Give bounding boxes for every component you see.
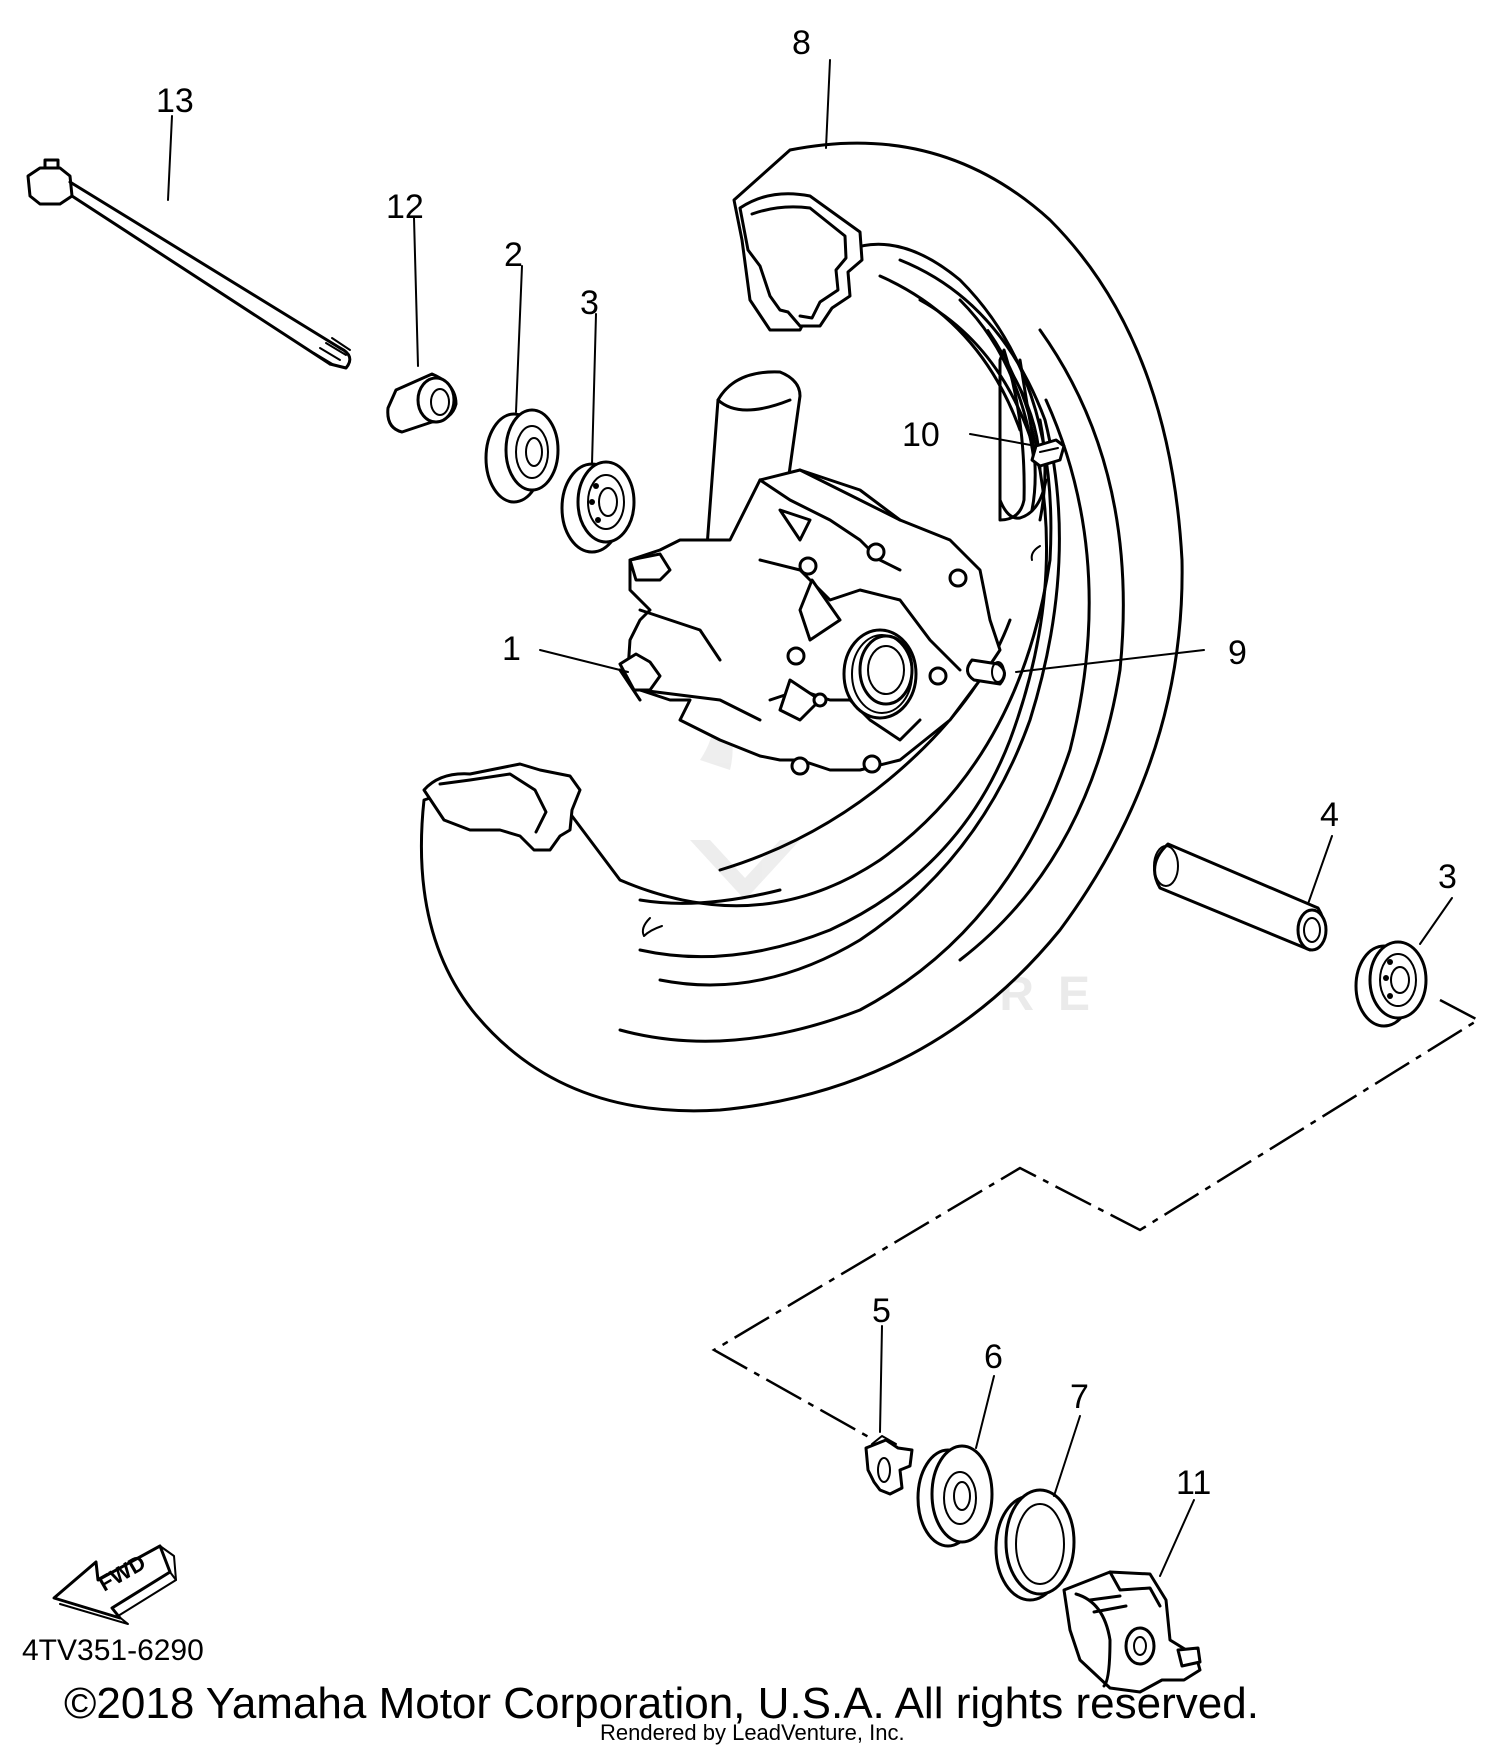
forward-direction-arrow-icon: FWD	[52, 1544, 177, 1625]
hub-part-1	[618, 370, 1002, 776]
callout-9: 9	[1228, 634, 1247, 672]
callout-10: 10	[902, 416, 940, 454]
oil-seal-part-2	[484, 408, 560, 504]
callout-4: 4	[1320, 796, 1339, 834]
callout-8: 8	[792, 24, 811, 62]
ring-part-7	[994, 1488, 1076, 1602]
lock-washer-part-5	[864, 1435, 914, 1496]
clip-part-10	[1030, 438, 1066, 468]
exploded-view-outline	[711, 998, 1481, 1442]
callout-3-upper: 3	[580, 284, 599, 322]
pin-part-9	[966, 658, 1006, 686]
callout-11: 11	[1176, 1464, 1211, 1502]
bearing-part-3-lower	[1354, 940, 1428, 1028]
callout-1: 1	[502, 630, 521, 668]
spacer-part-4	[1153, 842, 1328, 952]
leader-lines	[167, 59, 1453, 1577]
gear-unit-part-11	[1062, 1570, 1202, 1694]
callout-2: 2	[504, 236, 523, 274]
rendered-by-notice: Rendered by LeadVenture, Inc.	[600, 1720, 905, 1745]
copyright-notice: ©2018 Yamaha Motor Corporation, U.S.A. A…	[64, 1679, 1259, 1728]
gear-disc-part-6	[916, 1444, 994, 1548]
callout-3-lower: 3	[1438, 858, 1457, 896]
bearing-part-3-upper	[560, 460, 636, 554]
callout-5: 5	[872, 1292, 891, 1330]
callout-12: 12	[386, 188, 424, 226]
wheel-tire-part-8	[419, 141, 1184, 1113]
axle-part-13	[26, 158, 352, 370]
callout-6: 6	[984, 1338, 1003, 1376]
collar-part-12	[386, 372, 458, 434]
callout-13: 13	[156, 82, 194, 120]
diagram-code: 4TV351-6290	[22, 1634, 204, 1667]
callout-7: 7	[1070, 1378, 1089, 1416]
